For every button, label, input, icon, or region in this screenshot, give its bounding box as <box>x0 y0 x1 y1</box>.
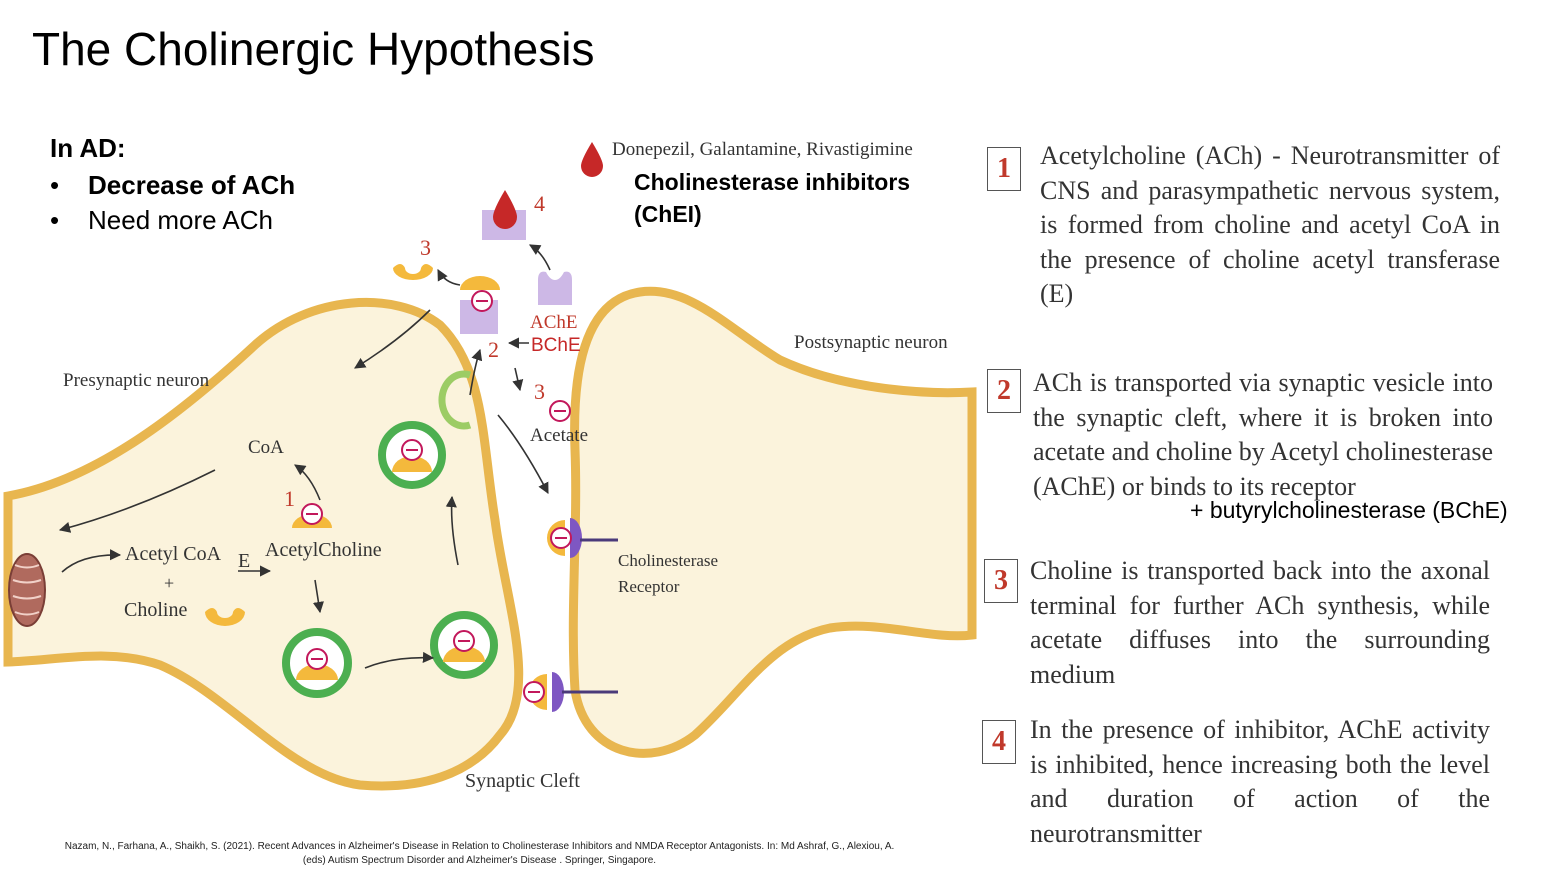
vesicle-icon <box>378 421 446 489</box>
step-1-text: Acetylcholine (ACh) - Neurotransmitter o… <box>1040 141 1500 308</box>
chei-label: Cholinesterase inhibitors (ChEI) <box>634 169 911 227</box>
bullet-text: Need more ACh <box>88 205 273 235</box>
acetyl-coa-label: Acetyl CoA <box>125 543 222 565</box>
step-number-3: 3 <box>984 559 1018 603</box>
choline-icon <box>460 276 500 290</box>
citation-line: Nazam, N., Farhana, A., Shaikh, S. (2021… <box>64 841 895 852</box>
reuptake-transporter-icon <box>438 370 472 430</box>
pathway-arrows <box>58 244 551 669</box>
cholinergic-synapse-diagram: Donepezil, Galantamine, Rivastigimine Pr… <box>3 139 977 792</box>
choline-icon <box>205 608 245 626</box>
step-3-text: Choline is transported back into the axo… <box>1030 556 1490 689</box>
marker-4: 4 <box>534 191 545 216</box>
postsynaptic-neuron-shape <box>568 286 977 758</box>
bche-addition: + butyrylcholinesterase (BChE) <box>1190 497 1508 523</box>
marker-3-top: 3 <box>420 235 431 260</box>
receptor-label-line2: Receptor <box>618 577 680 596</box>
step-number-4: 4 <box>982 720 1016 764</box>
presynaptic-neuron-shape <box>3 298 524 791</box>
step-4-text: In the presence of inhibitor, AChE activ… <box>1030 715 1490 848</box>
enzyme-e-label: E <box>238 550 250 572</box>
step-2-text: ACh is transported via synaptic vesicle … <box>1033 368 1493 501</box>
vesicle-icon <box>282 628 352 698</box>
acetate-label: Acetate <box>530 425 588 446</box>
step-number-1: 1 <box>987 147 1021 191</box>
postsynaptic-label: Postsynaptic neuron <box>794 332 948 353</box>
inhibitor-drop-icon <box>493 190 517 229</box>
step-number-2: 2 <box>987 369 1021 413</box>
drug-drop-icon <box>581 142 603 177</box>
bullet-glyph: • <box>50 170 60 200</box>
coa-label: CoA <box>248 437 284 458</box>
citation: Nazam, N., Farhana, A., Shaikh, S. (2021… <box>12 840 947 868</box>
ache-label: AChE <box>530 312 578 333</box>
choline-icon <box>393 264 433 280</box>
receptor-icon <box>523 672 618 712</box>
receptor-label-line1: Cholinesterase <box>618 551 718 570</box>
presynaptic-label: Presynaptic neuron <box>63 370 210 391</box>
vesicle-icon <box>430 611 498 679</box>
slide-title: The Cholinergic Hypothesis <box>32 23 595 75</box>
synaptic-cleft-label: Synaptic Cleft <box>465 770 580 792</box>
bullet-glyph: • <box>50 205 60 235</box>
marker-1: 1 <box>284 486 295 511</box>
acetylcholine-label: AcetylCholine <box>265 539 382 561</box>
ache-enzyme-icon <box>538 271 572 305</box>
mitochondrion-icon <box>8 553 46 627</box>
bche-label: BChE <box>531 335 581 356</box>
in-ad-heading: In AD: <box>50 133 126 163</box>
marker-3-acetate: 3 <box>534 379 545 404</box>
marker-2: 2 <box>488 337 499 362</box>
drug-names: Donepezil, Galantamine, Rivastigimine <box>612 139 913 160</box>
bullet-text: Decrease of ACh <box>88 170 296 200</box>
receptor-icon <box>547 518 618 558</box>
plus-sign: + <box>164 573 174 593</box>
choline-label: Choline <box>124 599 187 621</box>
citation-line: (eds) Autism Spectrum Disorder and Alzhe… <box>302 855 657 866</box>
